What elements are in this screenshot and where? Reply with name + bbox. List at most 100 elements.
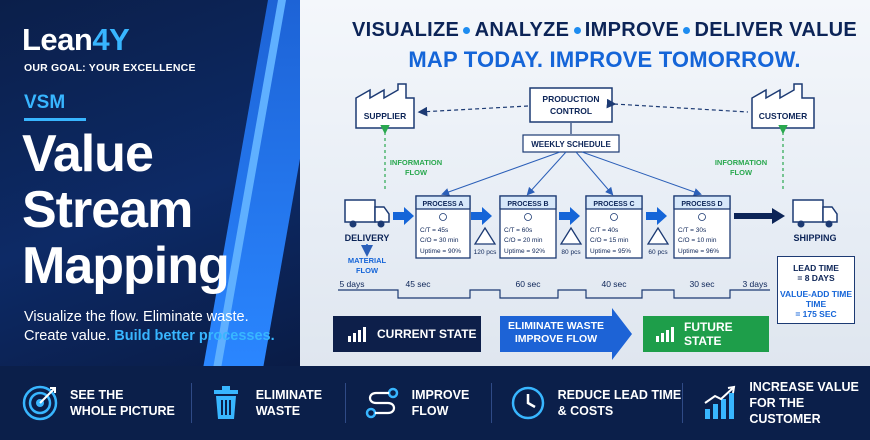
flow-path-icon	[364, 385, 400, 421]
info-line-customer	[606, 98, 749, 113]
process-box: PROCESS C C/T = 40s C/O = 15 min Uptime …	[585, 195, 643, 259]
inventory-triangle-icon	[646, 226, 670, 245]
process-ct: C/T = 45s	[420, 227, 449, 234]
schedule-line-b	[526, 151, 567, 196]
process-uptime: Uptime = 90%	[420, 248, 461, 255]
process-box: PROCESS B C/T = 60s C/O = 20 min Uptime …	[499, 195, 557, 259]
target-icon	[22, 385, 58, 421]
lead-time-label: LEAD TIME	[793, 263, 839, 273]
timeline-days: 3 days	[742, 279, 767, 289]
process-co: C/O = 15 min	[590, 237, 629, 244]
process-uptime: Uptime = 92%	[504, 248, 545, 255]
transition-label: ELIMINATE WASTE IMPROVE FLOW	[500, 320, 612, 346]
diagram-area	[300, 0, 870, 366]
process-box: PROCESS D C/T = 30s C/O = 10 min Uptime …	[673, 195, 731, 259]
current-state-button[interactable]: CURRENT STATE	[333, 316, 481, 352]
hero-title-line: Value	[22, 125, 154, 183]
process-co: C/O = 10 min	[678, 237, 717, 244]
process-co: C/O = 20 min	[504, 237, 543, 244]
process-name: PROCESS C	[593, 201, 634, 208]
transition-line: ELIMINATE WASTE	[507, 320, 605, 332]
push-arrow	[393, 207, 414, 225]
subtitle-text: Visualize the flow. Eliminate waste. Cre…	[24, 309, 249, 344]
feature-text: WHOLE PICTURE	[70, 404, 175, 418]
future-state-button[interactable]: FUTURE STATE	[643, 316, 769, 352]
supplier-label: SUPPLIER	[364, 111, 407, 121]
process-co: C/O = 30 min	[420, 237, 459, 244]
info-flow-label: INFORMATION	[715, 158, 767, 167]
process-name: PROCESS A	[423, 201, 464, 208]
info-flow-label: FLOW	[405, 168, 428, 177]
feature-text: IMPROVE	[411, 388, 470, 402]
divider	[344, 383, 346, 423]
headline-word: DELIVER VALUE	[694, 19, 857, 41]
process-uptime: Uptime = 96%	[678, 248, 719, 255]
brand-logo: Lean4Y	[22, 22, 130, 58]
process-ct: C/T = 40s	[590, 227, 619, 234]
production-control-label: PRODUCTION	[542, 94, 599, 104]
process-name: PROCESS B	[507, 201, 548, 208]
headline-word: VISUALIZE	[352, 19, 460, 41]
material-flow-label: FLOW	[356, 266, 379, 275]
process-name: PROCESS D	[681, 201, 722, 208]
feature-text: WASTE	[255, 404, 301, 418]
value-add-label: VALUE-ADD TIME	[779, 289, 853, 299]
hero-title: Value Stream Mapping	[22, 126, 282, 294]
divider	[682, 383, 684, 423]
material-flow-label: MATERIAL	[348, 256, 387, 265]
customer-factory-icon	[751, 83, 815, 129]
inventory-label: 120 pcs	[474, 249, 498, 256]
feature-item: ELIMINATE WASTE	[208, 366, 345, 440]
divider	[490, 383, 492, 423]
trash-icon	[208, 385, 244, 421]
clock-icon	[510, 385, 546, 421]
schedule-line-a	[441, 151, 561, 196]
headline-word: IMPROVE	[584, 19, 680, 41]
future-state-label: FUTURE STATE	[683, 320, 733, 348]
feature-text: INCREASE VALUE	[749, 380, 859, 394]
inventory-label: 60 pcs	[648, 249, 668, 256]
hero-title-line: Mapping	[22, 237, 230, 295]
process-uptime: Uptime = 95%	[590, 248, 631, 255]
transition-line: IMPROVE FLOW	[514, 333, 598, 345]
production-control-box	[529, 87, 613, 123]
bullet-dot	[463, 27, 471, 34]
brand-tagline: OUR GOAL: YOUR EXCELLENCE	[24, 62, 196, 74]
ship-arrow	[734, 208, 785, 224]
schedule-line-c	[575, 151, 614, 196]
feature-text: ELIMINATE	[255, 388, 323, 402]
bar-chart-icon	[656, 327, 674, 342]
info-flow-label: INFORMATION	[390, 158, 442, 167]
bar-chart-icon	[348, 327, 366, 342]
transition-arrow	[500, 308, 632, 360]
timeline-secs: 45 sec	[405, 279, 431, 289]
inventory-triangle-icon	[559, 226, 583, 245]
process-ct: C/T = 30s	[678, 227, 707, 234]
kicker-underline	[24, 118, 86, 121]
shipping-label: SHIPPING	[793, 233, 836, 243]
feature-text: FOR THE CUSTOMER	[749, 396, 821, 426]
lead-time-value: = 8 DAYS	[797, 273, 835, 283]
delivery-truck-icon	[344, 199, 390, 228]
value-add-label: TIME	[805, 299, 827, 309]
process-ct: C/T = 60s	[504, 227, 533, 234]
hero-subtitle: Visualize the flow. Eliminate waste. Cre…	[24, 308, 294, 346]
customer-label: CUSTOMER	[759, 111, 808, 121]
feature-item: INCREASE VALUE FOR THE CUSTOMER	[701, 366, 870, 440]
shipping-truck-icon	[792, 199, 838, 228]
hero-title-line: Stream	[22, 181, 193, 239]
headline-words: VISUALIZE ANALYZE IMPROVE DELIVER VALUE	[352, 19, 857, 42]
inventory-label: 80 pcs	[561, 249, 581, 256]
timeline-secs: 40 sec	[601, 279, 627, 289]
timeline-secs: 30 sec	[689, 279, 715, 289]
inventory-triangle-icon	[473, 226, 497, 245]
info-flow-label: FLOW	[730, 168, 753, 177]
logo-accent: 4Y	[92, 22, 130, 57]
bullet-dot	[573, 27, 581, 34]
schedule-line-d	[581, 151, 702, 196]
timeline-days: 5 days	[339, 279, 364, 289]
current-state-label: CURRENT STATE	[377, 327, 477, 341]
